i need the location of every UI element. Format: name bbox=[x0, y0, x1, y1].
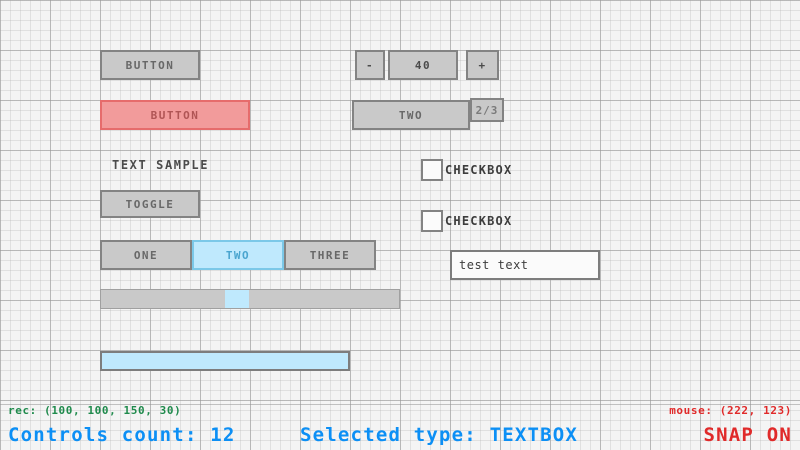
toggle-group-option-one[interactable]: ONE bbox=[100, 240, 192, 270]
toggle-group-option-one-label: ONE bbox=[133, 248, 159, 262]
dropdown-index-badge-value: 2/3 bbox=[475, 103, 499, 117]
spinner-value-field[interactable]: 40 bbox=[388, 50, 458, 80]
status-selected-type: Selected type: TEXTBOX bbox=[300, 424, 579, 446]
spinner-decrement-button[interactable]: - bbox=[355, 50, 385, 80]
status-controls-count: Controls count: 12 bbox=[8, 424, 236, 446]
slider-handle[interactable] bbox=[225, 290, 249, 308]
checkbox-1-label: CHECKBOX bbox=[445, 163, 513, 177]
label-text-sample: TEXT SAMPLE bbox=[112, 158, 252, 174]
checkbox-row-2[interactable]: CHECKBOX bbox=[421, 209, 512, 233]
spinner-increment-button[interactable]: + bbox=[466, 50, 499, 80]
toggle-group-option-two[interactable]: TWO bbox=[192, 240, 284, 270]
spinner-increment-label: + bbox=[478, 58, 487, 72]
progress-bar bbox=[100, 351, 350, 371]
toggle-group-option-two-label: TWO bbox=[225, 248, 251, 262]
spinner-value: 40 bbox=[414, 58, 432, 72]
button-plain[interactable]: BUTTON bbox=[100, 50, 200, 80]
toggle-control[interactable]: TOGGLE bbox=[100, 190, 200, 218]
label-text-sample-value: TEXT SAMPLE bbox=[112, 158, 210, 172]
dropdown-value: TWO bbox=[398, 108, 424, 122]
status-divider bbox=[0, 404, 800, 405]
spinner-decrement-label: - bbox=[365, 58, 375, 72]
textbox-control[interactable]: test text bbox=[450, 250, 600, 280]
dropdown-index-badge: 2/3 bbox=[470, 98, 504, 122]
toggle-label: TOGGLE bbox=[125, 197, 175, 211]
checkbox-1-box[interactable] bbox=[421, 159, 443, 181]
button-plain-label: BUTTON bbox=[125, 58, 175, 72]
checkbox-2-box[interactable] bbox=[421, 210, 443, 232]
toggle-group-option-three[interactable]: THREE bbox=[284, 240, 376, 270]
status-snap-state: SNAP ON bbox=[703, 424, 792, 446]
checkbox-2-label: CHECKBOX bbox=[445, 214, 513, 228]
dropdown-box[interactable]: TWO bbox=[352, 100, 470, 130]
progress-bar-fill bbox=[102, 353, 348, 369]
button-danger[interactable]: BUTTON bbox=[100, 100, 250, 130]
status-mouse-position: mouse: (222, 123) bbox=[669, 404, 792, 417]
slider-control[interactable] bbox=[100, 289, 400, 309]
toggle-group-option-three-label: THREE bbox=[309, 248, 351, 262]
textbox-value: test text bbox=[459, 258, 529, 272]
checkbox-row-1[interactable]: CHECKBOX bbox=[421, 158, 512, 182]
status-rec-info: rec: (100, 100, 150, 30) bbox=[8, 404, 182, 417]
button-danger-label: BUTTON bbox=[150, 108, 200, 122]
